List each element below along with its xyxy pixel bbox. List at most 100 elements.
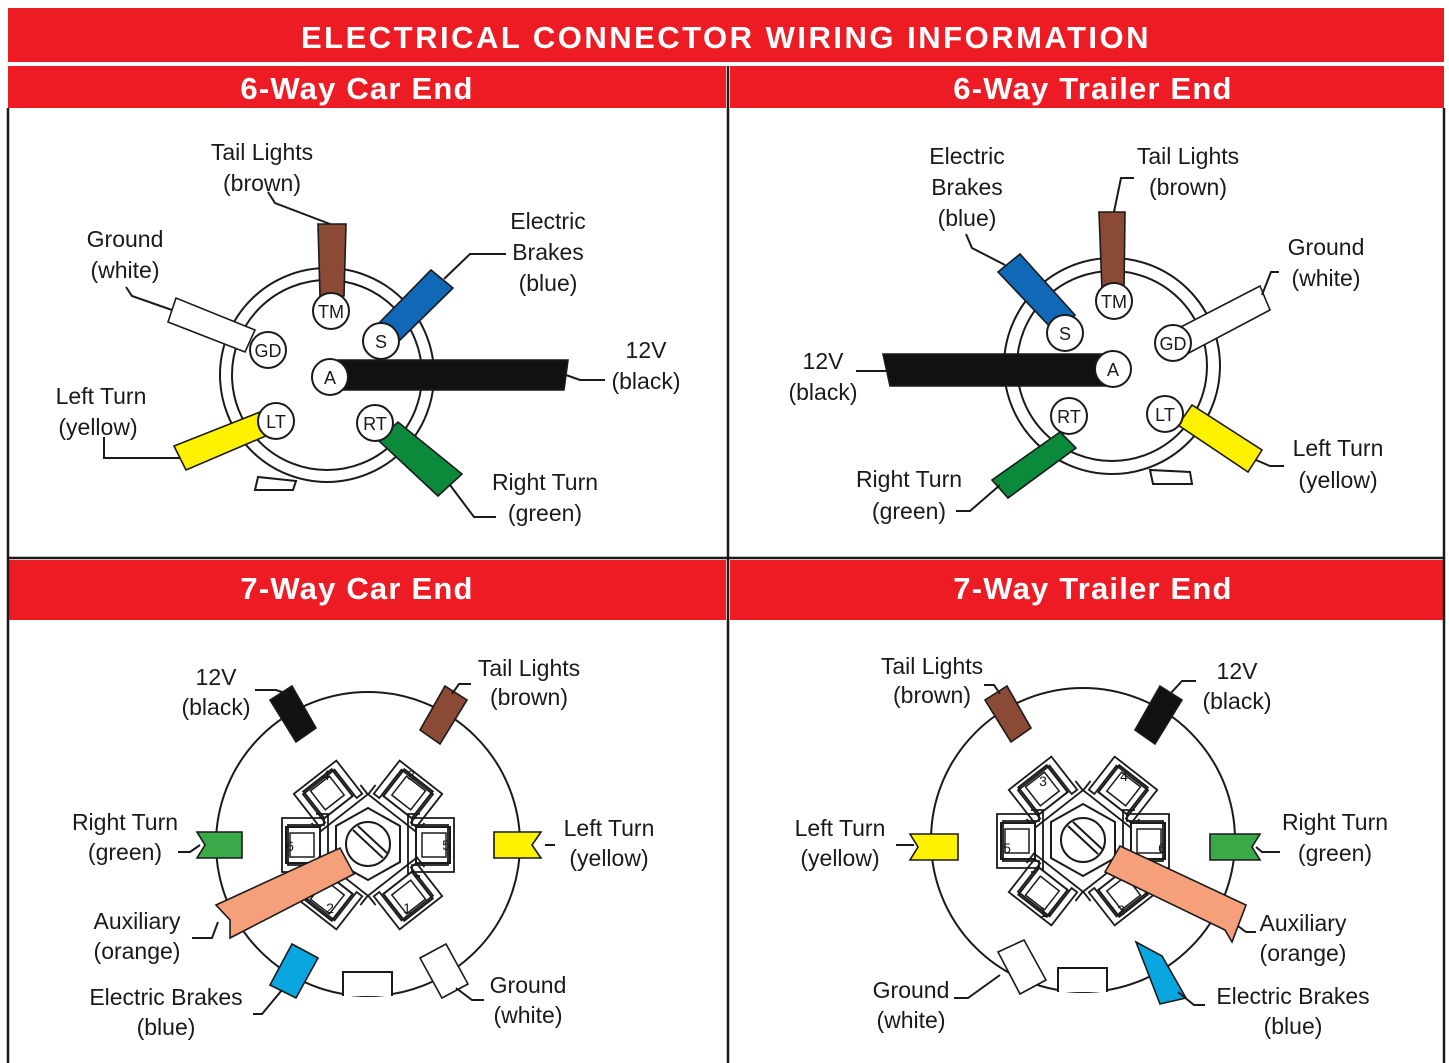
wire-12v-black [882,353,1113,387]
label-right-turn: Right Turn [1282,809,1388,835]
label-ground-color: (white) [1291,265,1360,291]
label-tail-lights: Tail Lights [478,655,580,681]
slot-2-label: 2 [1117,902,1125,918]
label-tail-lights-color: (brown) [490,684,568,710]
label-12v-color: (black) [181,694,250,720]
slot-6-label: 6 [1158,840,1166,856]
pin-s-label: S [375,332,387,352]
pin-a-label: A [324,368,336,388]
label-electric-brakes-color: (blue) [938,205,997,231]
wire-electric-brakes-blue [268,942,320,1000]
pin-lt: LT [1146,395,1184,433]
pin-tm: TM [1095,282,1133,320]
wire-tail-lights-brown [983,684,1033,744]
wire-tail-lights-brown [418,684,469,746]
wire-ground-white [996,938,1048,996]
wire-12v-black [268,684,318,744]
heading-seven-trailer: 7-Way Trailer End [953,571,1232,606]
heading-six-trailer: 6-Way Trailer End [953,71,1232,106]
slot-1-label: 1 [1039,904,1047,920]
pin-gd: GD [249,331,287,369]
label-right-turn: Right Turn [72,809,178,835]
label-electric-brakes-2: Brakes [931,174,1003,200]
label-tail-lights: Tail Lights [881,653,983,679]
header-bar-six-car [8,66,726,108]
pin-s-label: S [1059,324,1071,344]
pin-lt-label: LT [1155,405,1175,425]
pin-rt: RT [356,404,394,442]
slot-6-label: 6 [286,838,294,854]
pin-a: A [311,358,349,396]
slot-5-label: 5 [442,837,450,853]
pin-tm-label: TM [318,302,344,322]
pin-tm: TM [312,292,350,330]
label-auxiliary-color: (orange) [1260,940,1347,966]
pin-lt-label: LT [266,412,286,432]
label-auxiliary: Auxiliary [94,908,181,934]
wire-left-turn-yellow [908,833,959,861]
slot-3-label: 3 [407,767,415,783]
pin-gd-label: GD [1160,334,1187,354]
pin-s: S [1046,314,1084,352]
main-header-bar [8,8,1444,62]
label-tail-lights: Tail Lights [1137,143,1239,169]
label-ground: Ground [1288,234,1365,260]
pin-rt: RT [1050,397,1088,435]
label-electric-brakes-color: (blue) [519,270,578,296]
label-left-turn-color: (yellow) [569,845,648,871]
label-right-turn-color: (green) [88,839,162,865]
header-bar-seven-trailer [730,560,1444,620]
pin-rt-label: RT [363,414,387,434]
wire-right-turn-green [1209,833,1262,861]
wire-auxiliary-orange [1103,844,1248,944]
slot-4-label: 4 [322,767,330,783]
header-bar-seven-car [8,560,726,620]
label-12v: 12V [626,337,668,363]
label-left-turn-color: (yellow) [58,414,137,440]
label-tail-lights: Tail Lights [211,139,313,165]
slot-5-label: 5 [1003,840,1011,856]
wire-ground-white [418,942,470,1000]
label-auxiliary: Auxiliary [1260,910,1347,936]
label-12v: 12V [803,348,845,374]
slot-2-label: 2 [326,900,334,916]
label-electric-brakes-2: Brakes [512,239,584,265]
wire-right-turn-green [195,831,243,859]
wire-tail-lights-brown [317,223,347,297]
label-right-turn-color: (green) [1298,840,1372,866]
header-bar-six-trailer [730,66,1444,108]
label-right-turn: Right Turn [856,466,962,492]
panel-seven-trailer: 3 4 5 6 1 2 Tail Lights (brown) 12V (bla… [795,653,1388,1039]
label-ground: Ground [873,977,950,1003]
label-12v: 12V [196,664,238,690]
panel-seven-car: 4 3 6 5 2 1 12V (black) Tail Lights (bro… [72,655,654,1040]
label-12v-color: (black) [788,379,857,405]
label-ground: Ground [87,226,164,252]
label-left-turn-color: (yellow) [1298,467,1377,493]
label-right-turn-color: (green) [508,500,582,526]
wire-left-turn-yellow [493,831,543,859]
wire-tail-lights-brown [1098,211,1126,291]
label-ground-color: (white) [876,1007,945,1033]
pin-gd: GD [1154,324,1192,362]
label-electric-brakes: Electric [510,208,585,234]
label-12v: 12V [1217,658,1259,684]
label-tail-lights-color: (brown) [1149,174,1227,200]
label-electric-brakes-color: (blue) [137,1014,196,1040]
heading-seven-car: 7-Way Car End [240,571,473,606]
wire-12v-black [1133,684,1184,746]
label-left-turn: Left Turn [56,383,147,409]
pin-a: A [1094,350,1132,388]
label-electric-brakes: Electric Brakes [89,984,242,1010]
label-tail-lights-color: (brown) [893,682,971,708]
connector-seven-car [215,691,521,997]
slot-4-label: 4 [1120,768,1128,784]
label-right-turn-color: (green) [872,498,946,524]
connector-seven-trailer [930,687,1236,993]
wire-electric-brakes-blue [378,268,455,342]
main-title: ELECTRICAL CONNECTOR WIRING INFORMATION [301,20,1151,55]
wire-electric-brakes-blue [996,252,1077,334]
pin-gd-label: GD [255,341,282,361]
pin-rt-label: RT [1057,407,1081,427]
